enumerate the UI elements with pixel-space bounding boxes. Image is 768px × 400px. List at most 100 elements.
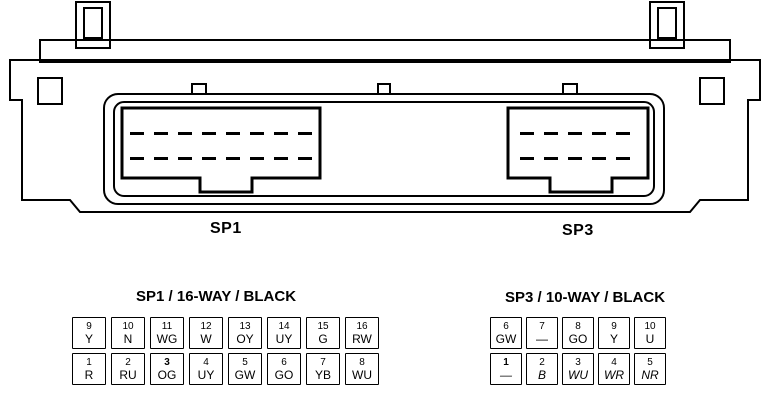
pin-slot (202, 132, 216, 135)
pin-slot (616, 157, 630, 160)
wire-color-code: R (84, 367, 94, 382)
sp3-pin-cell: 1— (490, 353, 522, 385)
wire-color-code: UY (197, 367, 215, 382)
connector-pins (130, 132, 630, 160)
pin-number: 10 (644, 320, 656, 332)
pin-number: 4 (203, 356, 209, 368)
wire-color-code: RW (352, 331, 372, 346)
sp3-pin-cell: 7— (526, 317, 558, 349)
pin-slot (226, 132, 240, 135)
pin-slot (568, 132, 582, 135)
pin-slot (178, 157, 192, 160)
pin-number: 8 (359, 356, 365, 368)
pin-slot (202, 157, 216, 160)
pin-slot (520, 132, 534, 135)
pin-number: 14 (278, 320, 290, 332)
wire-color-code: G (318, 331, 328, 346)
wire-color-code: WR (604, 367, 624, 382)
wire-color-code: OY (236, 331, 254, 346)
wire-color-code: GW (495, 331, 517, 346)
wire-color-code: RU (119, 367, 137, 382)
pin-slot (154, 132, 168, 135)
wire-color-code: Y (609, 331, 618, 346)
pin-number: 8 (575, 320, 581, 332)
right-mounting-clip (649, 1, 685, 49)
pin-number: 9 (611, 320, 617, 332)
wire-color-code: NR (641, 367, 659, 382)
module-connector-drawing (9, 1, 761, 213)
pin-number: 11 (161, 320, 173, 332)
pin-slot (154, 157, 168, 160)
wire-color-code: WU (352, 367, 372, 382)
pin-number: 6 (281, 356, 287, 368)
wire-color-code: WU (568, 367, 588, 382)
pin-number: 5 (647, 356, 653, 368)
pin-number: 7 (320, 356, 326, 368)
left-mounting-clip (75, 1, 111, 49)
pin-slot (274, 157, 288, 160)
wire-color-code: B (537, 367, 546, 382)
wire-color-code: GO (274, 367, 294, 382)
pin-slot (616, 132, 630, 135)
pin-number: 2 (539, 356, 545, 368)
pin-number: 4 (611, 356, 617, 368)
wire-color-code: WG (156, 331, 178, 346)
pin-number: 5 (242, 356, 248, 368)
pin-slot (520, 157, 534, 160)
pin-slot (178, 132, 192, 135)
pin-number: 13 (239, 320, 251, 332)
sp1-connector-body (120, 106, 322, 194)
pin-number: 3 (575, 356, 581, 368)
wire-color-code: GW (234, 367, 256, 382)
pin-slot (544, 157, 558, 160)
pin-number: 3 (164, 356, 170, 368)
pin-slot (592, 157, 606, 160)
pin-number: 1 (503, 356, 509, 368)
pin-number: 16 (356, 320, 368, 332)
sp1-title: SP1 / 16-WAY / BLACK (136, 288, 297, 305)
pin-slot (130, 132, 144, 135)
pin-slot (298, 132, 312, 135)
pin-slot (544, 132, 558, 135)
pin-number: 6 (503, 320, 509, 332)
pin-number: 15 (317, 320, 329, 332)
pin-number: 2 (125, 356, 131, 368)
wire-color-code: YB (314, 367, 331, 382)
sp3-title: SP3 / 10-WAY / BLACK (505, 289, 666, 306)
wire-color-code: — (536, 331, 548, 346)
wire-color-code: UY (275, 331, 293, 346)
pin-number: 9 (86, 320, 92, 332)
pin-slot (568, 157, 582, 160)
pin-number: 1 (86, 356, 92, 368)
sp3-connector-body (506, 106, 650, 194)
pin-slot (298, 157, 312, 160)
pin-number: 10 (122, 320, 134, 332)
pin-slot (250, 157, 264, 160)
sp3-label: SP3 (562, 222, 594, 239)
pin-slot (250, 132, 264, 135)
housing-outline (9, 59, 761, 213)
pin-number: 7 (539, 320, 545, 332)
housing-flange (39, 39, 731, 63)
